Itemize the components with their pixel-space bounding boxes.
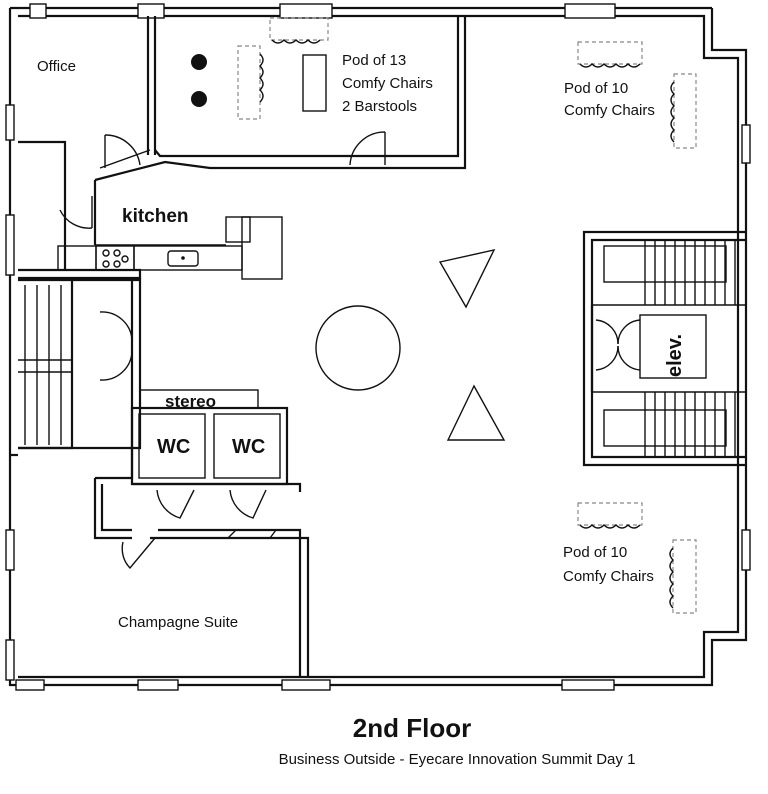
- champagne-suite-room: [93, 478, 310, 677]
- kitchen-label: kitchen: [122, 206, 189, 227]
- triangle-table-bottom-icon: [446, 384, 506, 441]
- champagne-suite-label: Champagne Suite: [118, 614, 238, 631]
- pod-10-top: [577, 41, 697, 149]
- wc-left-label: WC: [157, 436, 190, 458]
- right-stairs: [582, 230, 746, 467]
- stereo-label: stereo: [165, 392, 216, 411]
- pod-10-bottom-line2: Comfy Chairs: [563, 568, 654, 585]
- sink-icon: [167, 250, 199, 267]
- barstool-2-icon: [191, 91, 207, 107]
- pod-10-top-line2: Comfy Chairs: [564, 102, 655, 119]
- chair-row-icon: [672, 539, 697, 614]
- left-stairs: [10, 278, 142, 480]
- pod-13-room: [93, 16, 467, 245]
- pod-13-line3: 2 Barstools: [342, 98, 417, 115]
- round-table-icon: [315, 305, 401, 391]
- pod-13-line2: Comfy Chairs: [342, 75, 433, 92]
- elevator-label: elev.: [664, 334, 686, 377]
- chair-row-icon: [673, 73, 697, 149]
- chair-row-icon: [269, 17, 329, 41]
- pod-13-line1: Pod of 13: [342, 52, 406, 69]
- chair-row-icon: [577, 502, 643, 526]
- floor-subtitle: Business Outside - Eyecare Innovation Su…: [279, 751, 636, 768]
- wc-right-label: WC: [232, 436, 265, 458]
- office-room: [18, 16, 157, 280]
- pod-10-bottom-line1: Pod of 10: [563, 544, 627, 561]
- triangle-table-top-icon: [438, 249, 496, 309]
- chair-row-icon: [577, 41, 643, 65]
- floor-title: 2nd Floor: [353, 713, 471, 743]
- kitchen-room: [57, 216, 283, 280]
- elevator: [639, 314, 707, 379]
- pod-10-bottom: [577, 502, 697, 614]
- table-icon: [302, 54, 327, 112]
- chair-row-icon: [237, 45, 261, 120]
- outer-walls: [5, 3, 751, 691]
- barstool-1-icon: [191, 54, 207, 70]
- office-label: Office: [37, 58, 76, 75]
- pod-10-top-line1: Pod of 10: [564, 80, 628, 97]
